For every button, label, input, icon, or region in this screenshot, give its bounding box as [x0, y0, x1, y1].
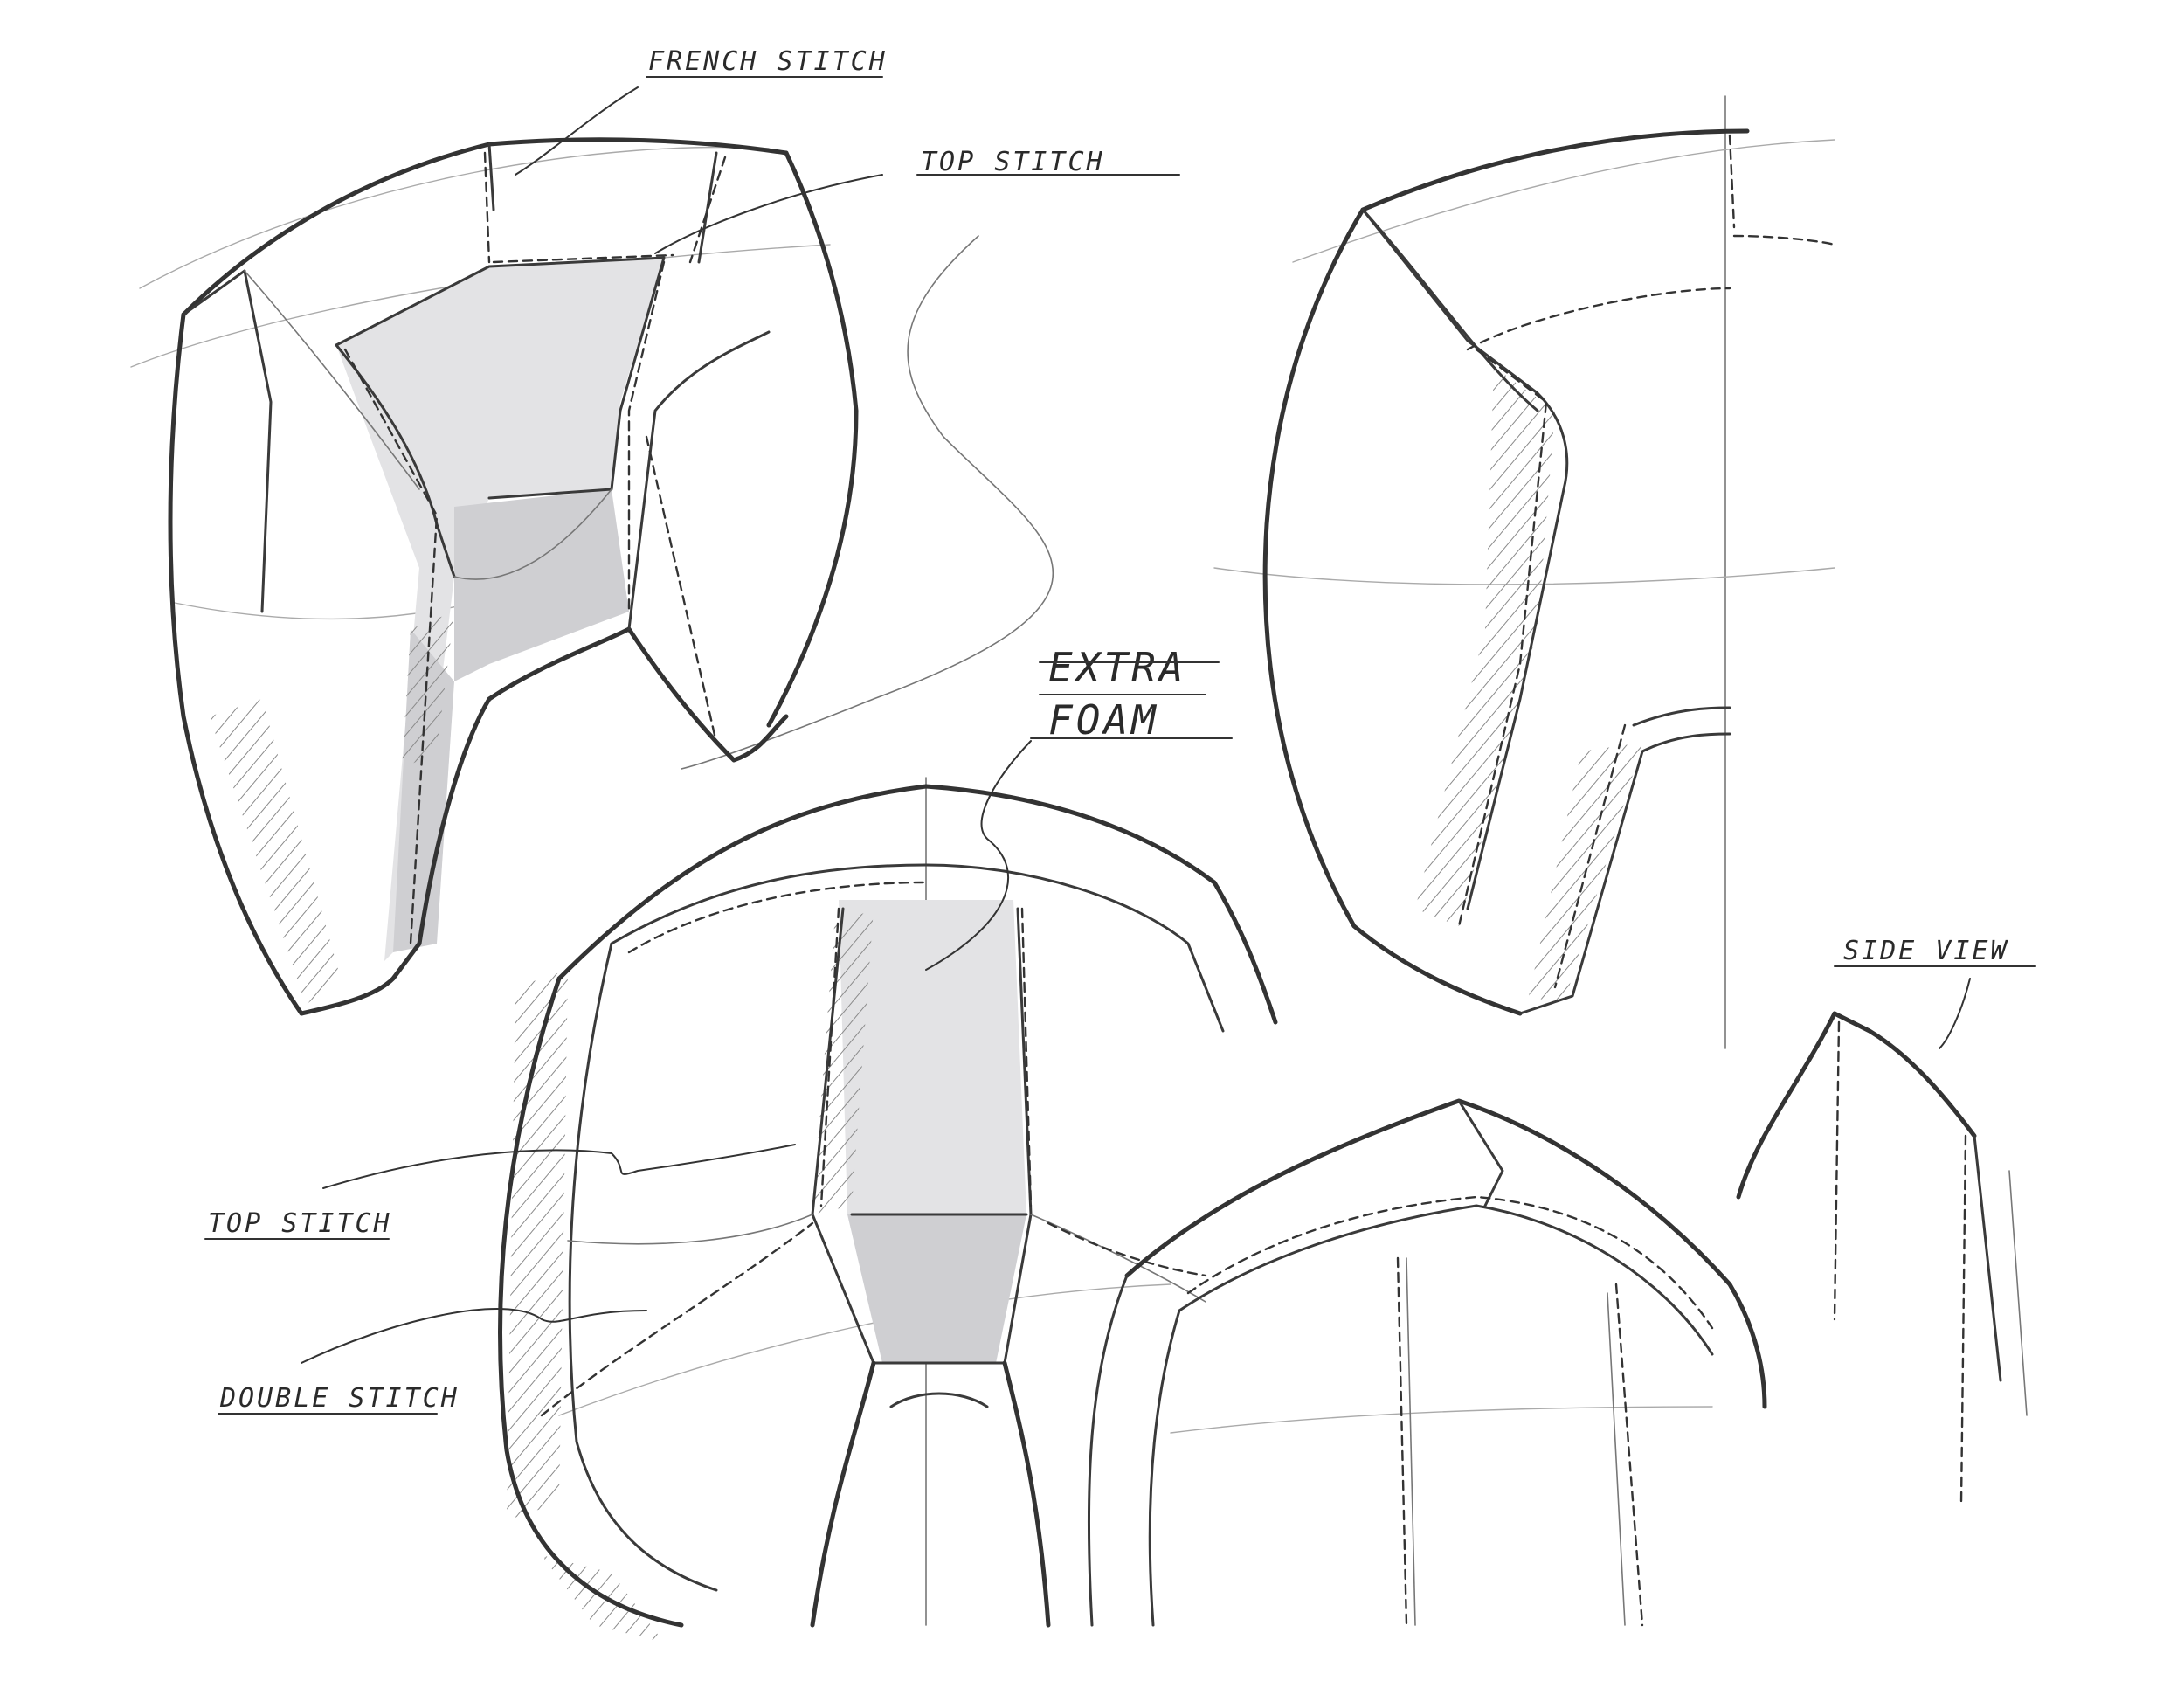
seat-sketch-bottom-centre — [498, 777, 1278, 1643]
seat-sketch-top-right — [1213, 95, 1836, 1049]
label-side-view-text: SIDE VIEW — [1843, 936, 2009, 966]
label-top-stitch-lower-text: TOP STITCH — [208, 1208, 392, 1239]
label-top-stitch-upper: TOP STITCH — [654, 147, 1180, 254]
seat-sketch-bottom-right — [1087, 1098, 1767, 1627]
seat-sketch-side-view — [1736, 1011, 2028, 1505]
label-foam-text: FOAM — [1048, 696, 1159, 744]
label-french-stitch-text: FRENCH STITCH — [648, 46, 888, 77]
seat-sketch-top-left — [130, 137, 1054, 1016]
label-extra-foam: EXTRA FOAM — [925, 644, 1233, 971]
label-top-stitch-upper-text: TOP STITCH — [921, 147, 1105, 177]
label-french-stitch: FRENCH STITCH — [515, 46, 888, 176]
label-top-stitch-lower: TOP STITCH — [204, 1144, 796, 1240]
label-double-stitch: DOUBLE STITCH — [218, 1308, 647, 1415]
label-extra-text: EXTRA — [1048, 644, 1186, 691]
label-double-stitch-text: DOUBLE STITCH — [219, 1383, 460, 1414]
label-side-view: SIDE VIEW — [1834, 936, 2036, 1049]
